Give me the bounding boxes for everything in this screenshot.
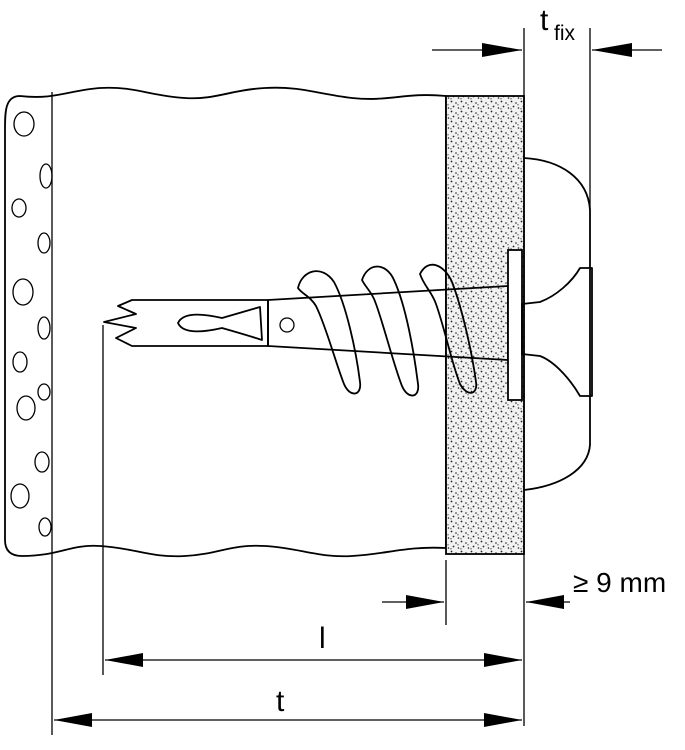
- min-thickness-label: ≥ 9 mm: [573, 567, 666, 598]
- fixture-cover: [523, 157, 591, 491]
- anchor-threads: [297, 263, 478, 397]
- l-label: l: [319, 622, 326, 655]
- tfix-subscript: fix: [554, 22, 576, 45]
- min-thickness-dimension: [382, 595, 570, 609]
- anchor-flange: [507, 249, 523, 401]
- tfix-label: t: [540, 4, 549, 37]
- t-dimension: [54, 713, 522, 727]
- screw-hole: [279, 317, 295, 333]
- base-material: [4, 86, 447, 558]
- screw-tip: [103, 299, 269, 347]
- t-label: t: [276, 685, 285, 718]
- screw-slot: [177, 306, 263, 341]
- screw-head: [521, 267, 593, 397]
- tfix-dimension: [432, 43, 662, 57]
- l-dimension: [105, 653, 522, 667]
- extension-lines: [51, 28, 591, 735]
- stone-aggregate: [10, 111, 53, 537]
